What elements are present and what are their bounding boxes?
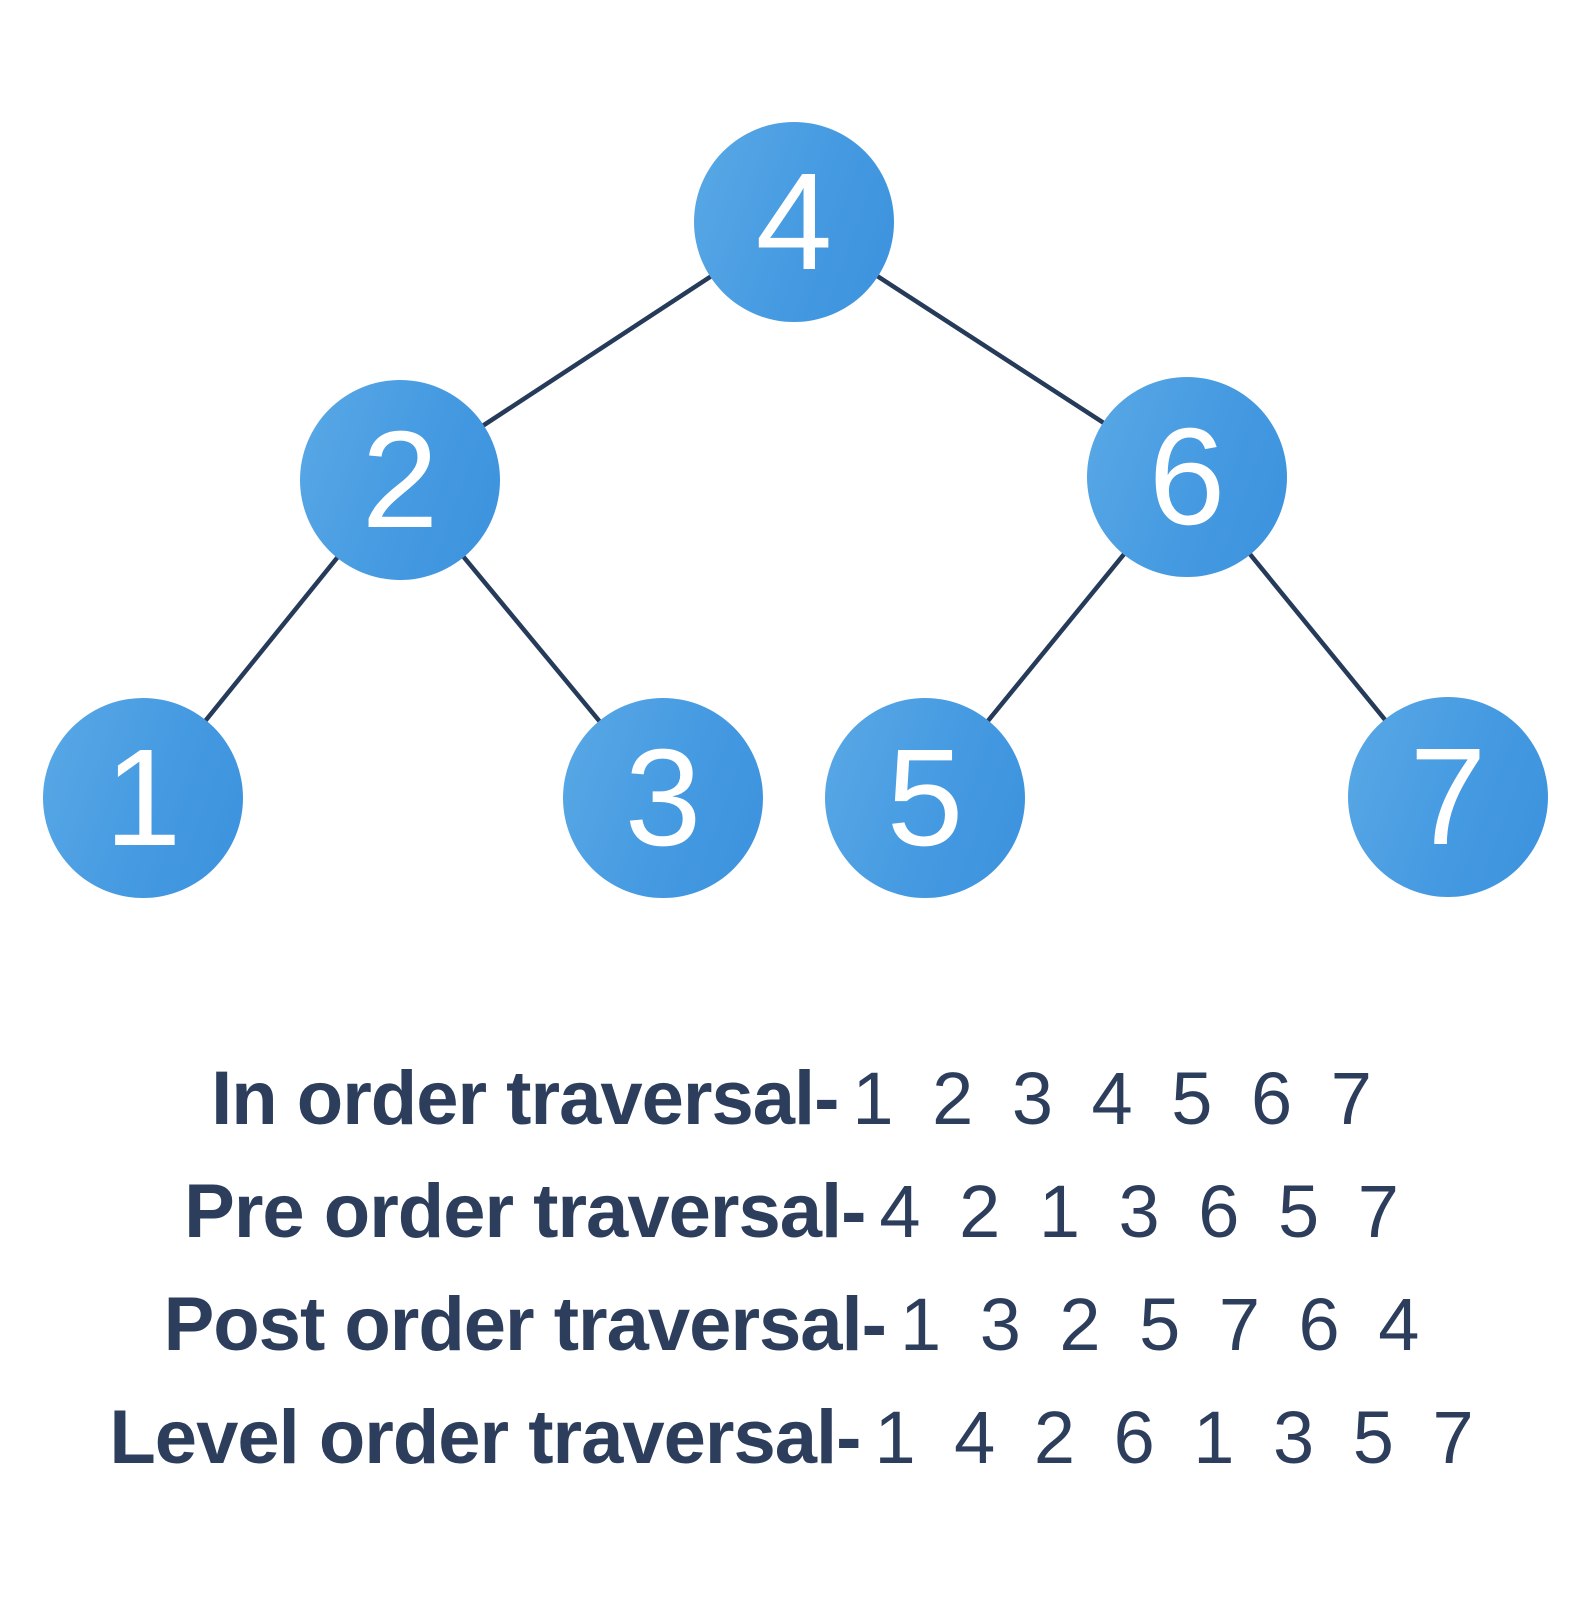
tree-node-value: 4 — [755, 145, 833, 299]
traversal-preorder-sequence: 4 2 1 3 6 5 7 — [879, 1170, 1403, 1253]
traversal-inorder-label: In order traversal- — [211, 1056, 839, 1141]
traversal-levelorder-label: Level order traversal- — [109, 1395, 861, 1480]
tree-node-value: 3 — [624, 721, 702, 875]
traversal-inorder: In order traversal-1 2 3 4 5 6 7 — [0, 1042, 1587, 1155]
tree-node-right-left: 5 — [825, 698, 1025, 898]
tree-node-right: 6 — [1087, 377, 1287, 577]
tree-node-right-right: 7 — [1348, 697, 1548, 897]
traversal-postorder-sequence: 1 3 2 5 7 6 4 — [899, 1283, 1424, 1366]
tree-node-left-right: 3 — [563, 698, 763, 898]
tree-node-value: 1 — [104, 721, 182, 875]
traversal-preorder: Pre order traversal-4 2 1 3 6 5 7 — [0, 1155, 1587, 1268]
traversal-list: In order traversal-1 2 3 4 5 6 7 Pre ord… — [0, 1042, 1587, 1494]
tree-node-left-left: 1 — [43, 698, 243, 898]
traversal-postorder: Post order traversal-1 3 2 5 7 6 4 — [0, 1268, 1587, 1381]
tree-node-value: 2 — [361, 403, 439, 557]
traversal-levelorder-sequence: 1 4 2 6 1 3 5 7 — [874, 1396, 1478, 1479]
tree-node-value: 7 — [1409, 720, 1487, 874]
traversal-levelorder: Level order traversal-1 4 2 6 1 3 5 7 — [0, 1381, 1587, 1494]
tree-node-value: 6 — [1148, 400, 1226, 554]
tree-node-root: 4 — [694, 122, 894, 322]
traversal-postorder-label: Post order traversal- — [163, 1282, 887, 1367]
tree-node-value: 5 — [886, 721, 964, 875]
traversal-preorder-label: Pre order traversal- — [184, 1169, 866, 1254]
traversal-inorder-sequence: 1 2 3 4 5 6 7 — [852, 1057, 1376, 1140]
tree-node-left: 2 — [300, 380, 500, 580]
